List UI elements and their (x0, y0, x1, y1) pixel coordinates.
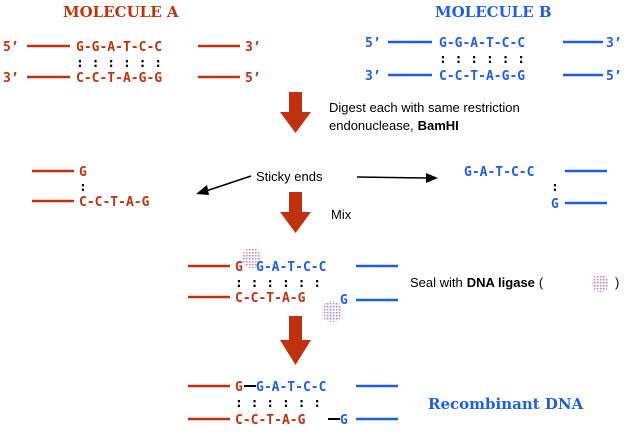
seal-step-prefix: Seal with (410, 275, 463, 290)
sticky-b-bond: : (551, 180, 559, 195)
down-arrow-icon (280, 316, 311, 365)
down-arrow-icon (280, 192, 311, 233)
seal-open-paren: ( (539, 275, 544, 290)
mix-step-label: Mix (331, 207, 352, 222)
molecule-b-bonds: : : : : : : (439, 52, 525, 67)
sticky-b-bottom: G (551, 197, 559, 212)
recombinant-molecule: G G-A-T-C-C : : : : : : C-C-T-A-G G (188, 380, 398, 428)
molecule-b-top-strand: G-G-A-T-C-C (439, 36, 525, 51)
sticky-b-top: G-A-T-C-C (464, 165, 534, 180)
molecule-b-3prime-label-top: 3’ (606, 36, 622, 51)
sticky-a-top: G (79, 165, 87, 180)
digest-step-prefix: endonuclease, (329, 118, 414, 133)
molecule-b-5prime-label: 5’ (365, 36, 381, 51)
sticky-ends-label: Sticky ends (256, 169, 323, 184)
seal-step-label: Seal with DNA ligase ( (410, 275, 544, 290)
annealed-a-bottom: C-C-T-A-G (235, 291, 306, 306)
enzyme-name: BamHI (418, 118, 459, 133)
sticky-end-b: G-A-T-C-C : G (464, 165, 607, 212)
annealed-b-bottom: G (340, 293, 348, 308)
molecule-b-5prime-label-bottom: 5’ (606, 69, 622, 84)
recombinant-bonds: : : : : : : (235, 396, 321, 411)
sticky-a-bottom: C-C-T-A-G (79, 195, 150, 210)
molecule-b-bottom-strand: C-C-T-A-G-G (439, 69, 525, 84)
seal-close-paren: ) (615, 275, 619, 290)
molecule-a-5prime-label: 5’ (3, 40, 19, 55)
molecule-a-top-strand: G-G-A-T-C-C (76, 40, 162, 55)
recombinant-b-bottom: G (340, 413, 348, 428)
molecule-a-5prime-label-bottom: 5’ (245, 71, 261, 86)
right-arrow-icon (356, 173, 438, 183)
sticky-end-a: G : C-C-T-A-G (32, 165, 150, 210)
ligase-legend-icon (592, 275, 608, 292)
molecule-a-bottom-strand: C-C-T-A-G-G (76, 71, 162, 86)
molecule-a: MOLECULE A 5’ G-G-A-T-C-C 3’ : : : : : :… (3, 3, 261, 86)
annealed-bonds: : : : : : : (235, 276, 321, 291)
annealed-a-top: G (235, 260, 243, 275)
ligase-name: DNA ligase (467, 275, 535, 290)
molecule-b-3prime-label: 3’ (365, 69, 381, 84)
molecule-b-title: MOLECULE B (435, 3, 552, 21)
recombinant-a-top: G (235, 380, 243, 395)
sticky-a-bond: : (79, 180, 87, 195)
molecule-a-3prime-label-top: 3’ (245, 40, 261, 55)
ligase-blob-bottom (322, 301, 342, 322)
recombinant-a-bottom: C-C-T-A-G (235, 413, 306, 428)
molecule-a-3prime-label: 3’ (3, 71, 19, 86)
molecule-a-title: MOLECULE A (63, 3, 179, 21)
recombinant-dna-label: Recombinant DNA (428, 395, 584, 413)
digest-step-line1: Digest each with same restriction (329, 100, 520, 115)
molecule-a-bonds: : : : : : : (76, 56, 162, 71)
ligase-blob-top (242, 248, 261, 268)
annealed-b-top: G-A-T-C-C (256, 260, 326, 275)
recombinant-b-top: G-A-T-C-C (256, 380, 326, 395)
digest-step-line2: endonuclease, BamHI (329, 118, 459, 133)
annealed-molecule: G G-A-T-C-C : : : : : : C-C-T-A-G G (188, 248, 398, 322)
down-arrow-icon (280, 92, 311, 133)
molecule-b: MOLECULE B 5’ G-G-A-T-C-C 3’ : : : : : :… (365, 3, 622, 84)
left-arrow-icon (196, 175, 252, 195)
